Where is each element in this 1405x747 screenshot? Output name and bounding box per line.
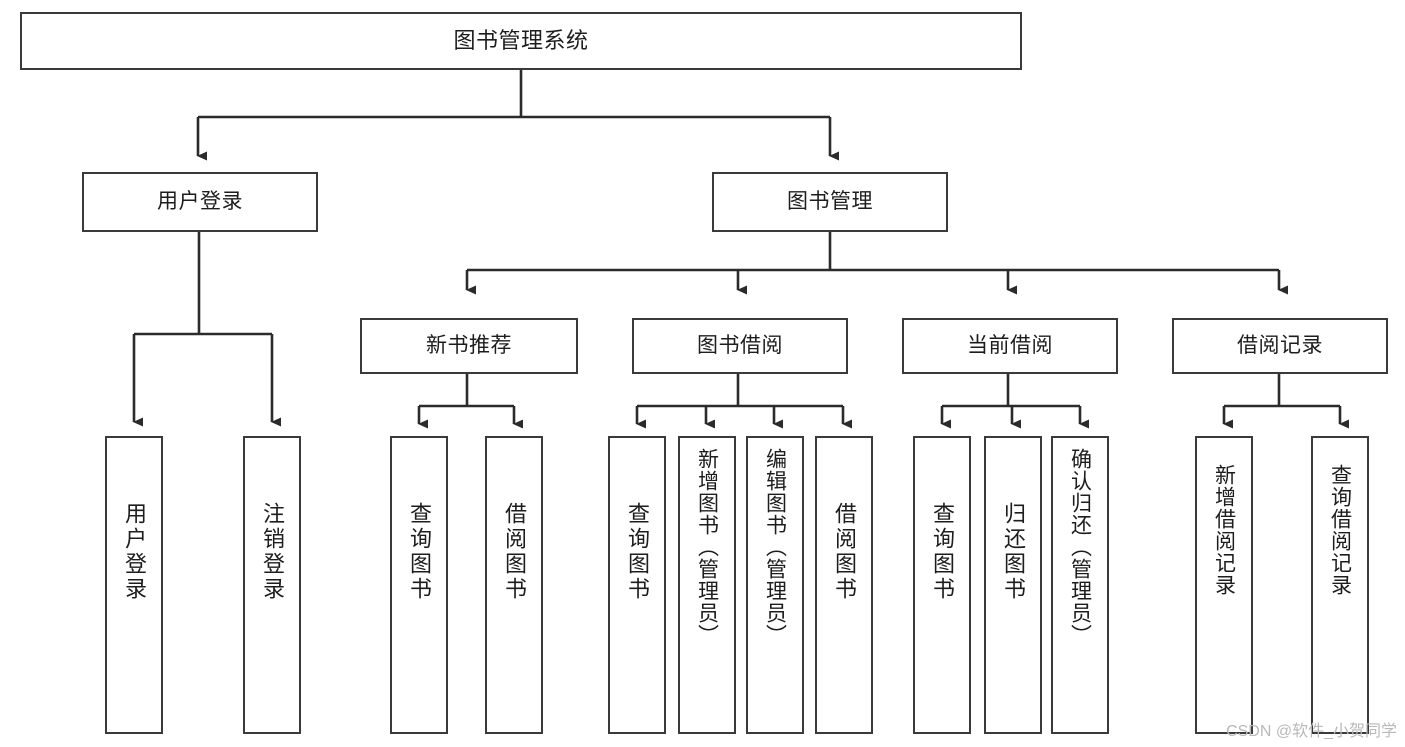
node-leaf-return-book[interactable]: 归还图书 bbox=[984, 436, 1042, 734]
node-new-book-recommendation[interactable]: 新书推荐 bbox=[360, 318, 578, 374]
node-leaf-borrow-book-2[interactable]: 借阅图书 bbox=[815, 436, 873, 734]
node-leaf-edit-book-admin[interactable]: 编辑图书（管理员） bbox=[746, 436, 804, 734]
node-user-login[interactable]: 用户登录 bbox=[82, 172, 318, 232]
node-leaf-logout[interactable]: 注销登录 bbox=[243, 436, 301, 734]
node-book-management[interactable]: 图书管理 bbox=[712, 172, 948, 232]
node-label: 借阅图书 bbox=[832, 502, 857, 602]
node-label: 注销登录 bbox=[260, 502, 285, 602]
node-label: 新增借阅记录 bbox=[1212, 464, 1236, 596]
node-label: 当前借阅 bbox=[967, 333, 1053, 357]
node-leaf-confirm-return-admin[interactable]: 确认归还（管理员） bbox=[1051, 436, 1109, 734]
node-label: 归还图书 bbox=[1001, 502, 1026, 602]
node-label: 新书推荐 bbox=[426, 333, 512, 357]
node-leaf-query-borrow-record[interactable]: 查询借阅记录 bbox=[1311, 436, 1369, 734]
node-label: 编辑图书（管理员） bbox=[763, 448, 787, 646]
node-label: 确认归还（管理员） bbox=[1068, 448, 1092, 646]
node-label: 图书借阅 bbox=[697, 333, 783, 357]
node-label: 查询图书 bbox=[930, 502, 955, 602]
node-label: 借阅图书 bbox=[502, 502, 527, 602]
node-leaf-add-book-admin[interactable]: 新增图书（管理员） bbox=[678, 436, 736, 734]
csdn-watermark: CSDN @软件_小贺同学 bbox=[1226, 723, 1397, 740]
node-leaf-add-borrow-record[interactable]: 新增借阅记录 bbox=[1195, 436, 1253, 734]
node-label: 借阅记录 bbox=[1237, 333, 1323, 357]
node-label: 新增图书（管理员） bbox=[695, 448, 719, 646]
node-leaf-query-book-3[interactable]: 查询图书 bbox=[913, 436, 971, 734]
node-book-borrowing[interactable]: 图书借阅 bbox=[632, 318, 848, 374]
node-label: 查询借阅记录 bbox=[1328, 464, 1352, 596]
node-label: 用户登录 bbox=[122, 502, 147, 602]
node-label: 查询图书 bbox=[625, 502, 650, 602]
node-leaf-query-book-2[interactable]: 查询图书 bbox=[608, 436, 666, 734]
node-label: 用户登录 bbox=[157, 189, 243, 213]
node-label: 查询图书 bbox=[407, 502, 432, 602]
node-current-borrowing[interactable]: 当前借阅 bbox=[902, 318, 1118, 374]
node-leaf-borrow-book-1[interactable]: 借阅图书 bbox=[485, 436, 543, 734]
node-borrowing-record[interactable]: 借阅记录 bbox=[1172, 318, 1388, 374]
node-leaf-query-book-1[interactable]: 查询图书 bbox=[390, 436, 448, 734]
node-root-book-management-system[interactable]: 图书管理系统 bbox=[20, 12, 1022, 70]
node-label: 图书管理系统 bbox=[453, 28, 589, 54]
node-leaf-user-login[interactable]: 用户登录 bbox=[105, 436, 163, 734]
node-label: 图书管理 bbox=[787, 189, 873, 213]
